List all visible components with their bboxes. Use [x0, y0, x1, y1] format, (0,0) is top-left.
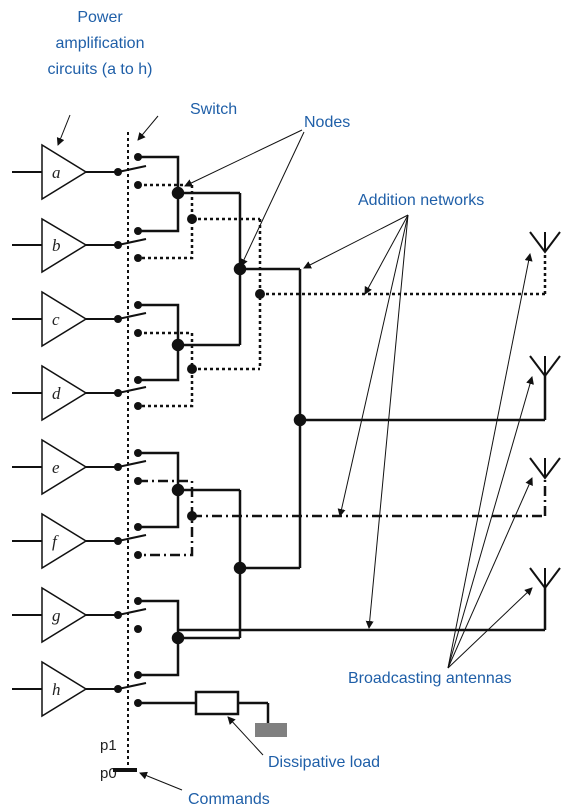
amp-b: b — [12, 217, 142, 274]
amplifier-f-triangle — [41, 512, 88, 570]
amp-h: h — [12, 660, 142, 718]
p1-label: p1 — [100, 737, 117, 754]
addition-arrow-3 — [337, 214, 409, 517]
commands-arrow — [139, 771, 183, 791]
load-arrow — [227, 716, 264, 756]
node-dotted-abcd — [255, 289, 265, 299]
power-title-line-3: circuits (a to h) — [48, 61, 153, 78]
nodes-label: Nodes — [304, 114, 350, 131]
p0-label: p0 — [100, 765, 117, 782]
power-title-line-2: amplification — [56, 35, 145, 52]
switch-label: Switch — [190, 101, 237, 118]
addition-network-solid-efgh — [138, 451, 547, 677]
dissipative-load-resistor — [194, 690, 240, 716]
addition-arrow-1 — [303, 214, 409, 269]
antenna-2 — [529, 355, 561, 378]
amplifier-h-triangle — [41, 660, 88, 718]
amp-f: f — [12, 512, 142, 570]
addition-network-dashdot-ef — [138, 478, 547, 557]
amp-c: c — [12, 290, 142, 348]
amplifier-b-letter: b — [52, 236, 61, 255]
dissipative-load-label: Dissipative load — [268, 754, 380, 771]
broadcasting-antennas-label: Broadcasting antennas — [348, 670, 512, 687]
amplifier-h-letter: h — [52, 680, 61, 699]
broadcast-arrow-2 — [447, 376, 534, 669]
power-arrow — [56, 114, 71, 146]
amplifier-a-triangle — [41, 143, 88, 201]
amplifier-c-triangle — [41, 290, 88, 348]
amplifier-d-letter: d — [52, 384, 61, 403]
node-dotted-cd — [187, 364, 197, 374]
switch-arrow — [137, 115, 159, 141]
antenna-4 — [529, 567, 561, 590]
amplifier-b-triangle — [41, 217, 88, 274]
amplifier-e-letter: e — [52, 458, 60, 477]
amplifier-f-letter: f — [52, 532, 59, 551]
dissipative-load-branch — [138, 690, 270, 724]
amplifier-e-triangle — [41, 438, 88, 496]
node-dotted-ab — [187, 214, 197, 224]
amp-a: a — [12, 143, 142, 201]
solid-trunk — [293, 269, 547, 568]
broadcast-arrow-3 — [447, 477, 533, 669]
amp-e: e — [12, 438, 142, 496]
addition-arrow-2 — [364, 214, 409, 295]
addition-arrow-4 — [365, 214, 409, 629]
antenna-3 — [529, 457, 561, 480]
broadcast-arrow-4 — [447, 587, 533, 669]
addition-network-solid-abcd — [138, 155, 300, 382]
addition-networks-label: Addition networks — [358, 192, 484, 209]
addition-network-dotted-abcd — [138, 183, 547, 408]
amplifier-g-triangle — [41, 586, 88, 644]
amplifier-c-letter: c — [52, 310, 60, 329]
node-dashdot-ef — [187, 511, 197, 521]
nodes-arrow-2 — [240, 131, 305, 267]
amplifier-g-letter: g — [52, 606, 61, 625]
amplifier-d-triangle — [41, 364, 88, 422]
antenna-1 — [529, 231, 561, 254]
annotation-arrows — [56, 114, 534, 791]
power-amplification-title: Power amplification circuits (a to h) — [48, 9, 153, 78]
ground-block — [255, 723, 287, 737]
broadcast-arrow-1 — [447, 253, 533, 669]
commands-label: Commands — [188, 791, 270, 808]
power-title-line-1: Power — [77, 9, 123, 26]
amplifier-a-letter: a — [52, 163, 61, 182]
nodes-arrow-1 — [184, 129, 303, 187]
switch-blades — [117, 165, 147, 690]
